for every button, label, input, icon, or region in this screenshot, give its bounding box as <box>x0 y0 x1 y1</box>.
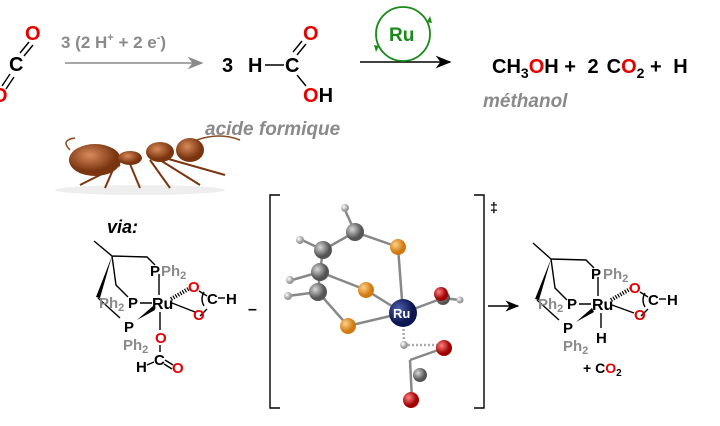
o3-text: O <box>155 330 167 347</box>
ru-diformate-complex: P Ph2 Ph2 P Ru P Ph2 O C H O O C H O <box>93 240 237 377</box>
plus-text: + C <box>583 360 605 376</box>
sub-low-text: 2 <box>582 345 588 357</box>
oh-o-text: O <box>303 85 319 107</box>
atom-o: O <box>25 23 41 45</box>
sub-left-text: 2 <box>557 303 563 315</box>
prefix-text: 3 (2 H <box>61 33 107 52</box>
svg-text:Ph2: Ph2 <box>563 338 588 357</box>
ru-atom-label: Ru <box>393 306 410 321</box>
c2-text: C <box>154 352 165 369</box>
ph2-left-text: Ph <box>99 295 118 312</box>
formic-acid-molecule: 3 H C O OH acide formique <box>205 23 341 140</box>
o2-text: O <box>193 307 205 324</box>
suffix-text: ) <box>160 33 166 52</box>
h-text: H <box>544 56 558 78</box>
p-top-text: P <box>591 266 601 283</box>
o2-text: O <box>634 307 646 324</box>
ph2-low-text: Ph <box>563 338 582 355</box>
o1-text: O <box>188 279 200 296</box>
ph2-top-text: Ph <box>161 263 180 280</box>
p-left-text: P <box>128 295 138 312</box>
svg-text:Ph2: Ph2 <box>99 295 124 314</box>
svg-text:Ph2: Ph2 <box>603 266 628 285</box>
plus1-text: + <box>559 56 582 78</box>
h1-text: H <box>667 292 678 309</box>
ph2-low-text: Ph <box>123 337 142 354</box>
atom-c: C <box>9 54 23 76</box>
svg-text:Ph2: Ph2 <box>123 337 148 356</box>
transition-state-model: Ru <box>284 204 464 408</box>
svg-text:Ph2: Ph2 <box>161 263 186 282</box>
ru-hydride-formate-complex: P Ph2 Ph2 P Ru P Ph2 O C H O H <box>532 242 678 357</box>
svg-text:Ph2: Ph2 <box>538 296 563 315</box>
sub-top-text: 2 <box>622 273 628 285</box>
c1-text: C <box>648 292 659 309</box>
h1-text: H <box>226 291 237 308</box>
formic-acid-name: acide formique <box>205 119 341 140</box>
h2-text: H <box>673 56 687 78</box>
left-bracket <box>269 194 280 409</box>
via-label: via: <box>107 217 138 237</box>
atom-c: C <box>285 55 299 77</box>
minus-sup-text: - <box>157 32 161 44</box>
o1-text: O <box>629 280 641 297</box>
h2-text: H <box>136 359 147 376</box>
ph2-left-text: Ph <box>538 296 557 313</box>
catalyst-label: Ru <box>389 25 414 46</box>
coefficient: 3 <box>222 55 233 77</box>
o-text: O <box>529 56 545 78</box>
p-low-text: P <box>563 320 573 337</box>
sub3-text: 3 <box>521 65 529 81</box>
p-left-text: P <box>567 296 577 313</box>
sub-left-text: 2 <box>118 302 124 314</box>
co2-byproduct: + CO2 <box>583 360 622 379</box>
mid-text: + 2 e <box>114 33 157 52</box>
ru-center: Ru <box>152 296 173 313</box>
plus2-text: + <box>644 56 667 78</box>
reduction-reagent-label: 3 (2 H+ + 2 e-) <box>61 32 166 52</box>
p-top-text: P <box>150 263 160 280</box>
catalytic-cycle-icon: Ru <box>374 6 432 62</box>
coef2-text: 2 <box>588 56 599 78</box>
sub-top-text: 2 <box>180 270 186 282</box>
sub-low-text: 2 <box>142 344 148 356</box>
sub2-text: 2 <box>637 65 645 81</box>
sub-text: 2 <box>616 368 622 379</box>
ant-illustration <box>55 135 241 195</box>
hydride-ligand: H <box>596 330 607 347</box>
transition-state-dagger: ‡ <box>490 199 498 215</box>
c-text: C <box>607 56 621 78</box>
co2-molecule: O C O <box>0 23 41 107</box>
atom-o: O <box>303 23 319 45</box>
ph2-top-text: Ph <box>603 266 622 283</box>
plus-sup-text: + <box>107 32 113 44</box>
oh-h-text: H <box>319 85 333 107</box>
equilibrium-dash: – <box>248 301 257 318</box>
hydroxyl-group: OH <box>303 85 333 107</box>
atom-o: O <box>0 85 8 107</box>
right-bracket <box>474 194 485 409</box>
o4-text: O <box>172 360 184 377</box>
o-text: O <box>605 360 616 376</box>
methanol-name: méthanol <box>483 91 568 112</box>
c1-text: C <box>207 291 218 308</box>
p-low-text: P <box>124 319 134 336</box>
ch-text: CH <box>492 56 521 78</box>
ru-center: Ru <box>592 297 613 314</box>
o2-text: O <box>621 56 637 78</box>
atom-h: H <box>248 55 262 77</box>
